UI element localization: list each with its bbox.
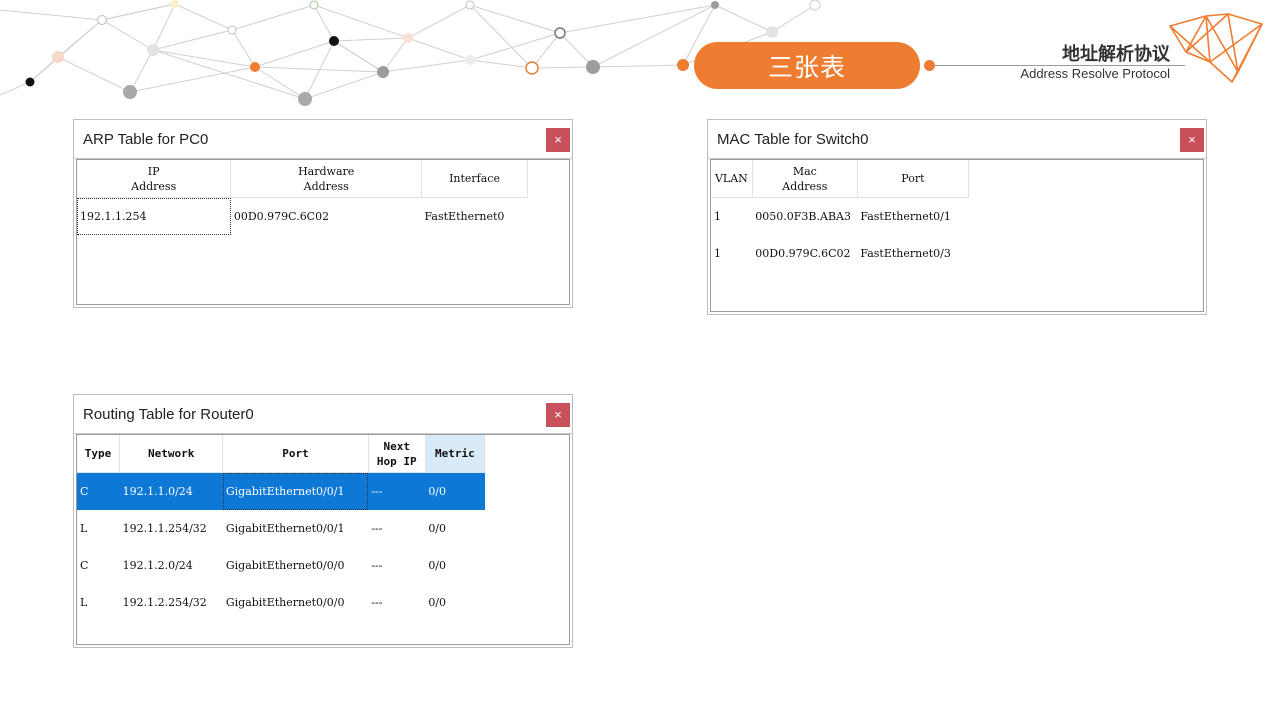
route-network-cell[interactable]: 192.1.1.0/24: [119, 472, 223, 510]
route-nexthop-cell[interactable]: ---: [371, 522, 383, 535]
arp-iface-cell[interactable]: FastEthernet0: [424, 210, 505, 223]
table-row[interactable]: L 192.1.1.254/32 GigabitEthernet0/0/1 --…: [77, 510, 485, 547]
arp-table: IP Address Hardware Address Interface 19…: [77, 160, 528, 235]
network-banner-graphic: [0, 0, 821, 106]
route-nexthop-cell[interactable]: ---: [371, 559, 383, 572]
pill-divider: [935, 65, 1185, 66]
route-network-cell[interactable]: 192.1.2.0/24: [122, 559, 193, 572]
arp-window-title: ARP Table for PC0: [74, 120, 572, 159]
arp-ip-cell[interactable]: 192.1.1.254: [77, 197, 231, 235]
mac-header-row: VLAN Mac Address Port: [711, 160, 970, 198]
route-metric-cell[interactable]: 0/0: [428, 522, 447, 535]
table-row[interactable]: L 192.1.2.254/32 GigabitEthernet0/0/0 --…: [77, 584, 485, 621]
mac-address-cell[interactable]: 00D0.979C.6C02: [755, 247, 851, 260]
mac-vlan-cell[interactable]: 1: [714, 210, 721, 223]
route-port-cell[interactable]: GigabitEthernet0/0/1: [225, 522, 345, 535]
route-metric-cell[interactable]: 0/0: [428, 559, 447, 572]
route-nexthop-cell[interactable]: ---: [368, 472, 426, 510]
table-row[interactable]: C 192.1.2.0/24 GigabitEthernet0/0/0 --- …: [77, 547, 485, 584]
arp-col-interface[interactable]: Interface: [421, 160, 528, 198]
routing-close-button[interactable]: ×: [546, 403, 570, 427]
route-network-cell[interactable]: 192.1.1.254/32: [122, 522, 207, 535]
mac-window-title: MAC Table for Switch0: [708, 120, 1206, 159]
origami-logo-icon: [1169, 13, 1263, 83]
mac-port-cell[interactable]: FastEthernet0/1: [860, 210, 951, 223]
table-row[interactable]: 192.1.1.254 00D0.979C.6C02 FastEthernet0: [77, 197, 528, 235]
route-network-cell[interactable]: 192.1.2.254/32: [122, 596, 207, 609]
routing-window-title: Routing Table for Router0: [74, 395, 572, 434]
arp-hw-cell[interactable]: 00D0.979C.6C02: [233, 210, 330, 223]
mac-table: VLAN Mac Address Port 1 0050.0F3B.ABA3 F…: [711, 160, 970, 272]
route-col-metric[interactable]: Metric: [425, 435, 486, 473]
table-row[interactable]: 1 0050.0F3B.ABA3 FastEthernet0/1: [711, 198, 969, 236]
route-col-type[interactable]: Type: [77, 435, 121, 473]
route-type-cell[interactable]: C: [77, 472, 120, 510]
mac-close-button[interactable]: ×: [1180, 128, 1204, 152]
routing-table-window: Routing Table for Router0 × Type Network…: [73, 394, 573, 648]
route-type-cell[interactable]: L: [80, 522, 88, 535]
routing-table: Type Network Port Next Hop IP Metric C 1…: [77, 435, 486, 621]
arp-close-button[interactable]: ×: [546, 128, 570, 152]
route-col-nexthop[interactable]: Next Hop IP: [368, 435, 426, 473]
mac-address-cell[interactable]: 0050.0F3B.ABA3: [755, 210, 851, 223]
routing-table-body: Type Network Port Next Hop IP Metric C 1…: [76, 434, 570, 645]
arp-table-body: IP Address Hardware Address Interface 19…: [76, 159, 570, 305]
route-port-cell[interactable]: GigabitEthernet0/0/0: [225, 596, 345, 609]
section-title-pill: 三张表: [694, 42, 920, 89]
route-col-port[interactable]: Port: [222, 435, 369, 473]
route-port-cell[interactable]: GigabitEthernet0/0/1: [222, 472, 369, 510]
mac-port-cell[interactable]: FastEthernet0/3: [860, 247, 951, 260]
arp-col-hw[interactable]: Hardware Address: [230, 160, 423, 198]
table-row[interactable]: C 192.1.1.0/24 GigabitEthernet0/0/1 --- …: [77, 472, 485, 510]
route-col-network[interactable]: Network: [119, 435, 224, 473]
mac-col-mac[interactable]: Mac Address: [752, 160, 858, 198]
mac-col-port[interactable]: Port: [857, 160, 970, 198]
table-row[interactable]: 1 00D0.979C.6C02 FastEthernet0/3: [711, 235, 969, 272]
routing-header-row: Type Network Port Next Hop IP Metric: [77, 435, 486, 473]
mac-col-vlan[interactable]: VLAN: [711, 160, 753, 198]
pill-dot: [924, 60, 935, 71]
mac-vlan-cell[interactable]: 1: [714, 247, 721, 260]
arp-header-row: IP Address Hardware Address Interface: [77, 160, 528, 198]
route-metric-cell[interactable]: 0/0: [428, 596, 447, 609]
brand-title-cn: 地址解析协议: [1062, 44, 1170, 65]
brand-title-en: Address Resolve Protocol: [1020, 66, 1170, 81]
route-nexthop-cell[interactable]: ---: [371, 596, 383, 609]
mac-table-body: VLAN Mac Address Port 1 0050.0F3B.ABA3 F…: [710, 159, 1204, 312]
route-type-cell[interactable]: L: [80, 596, 88, 609]
arp-col-ip[interactable]: IP Address: [77, 160, 232, 198]
mac-table-window: MAC Table for Switch0 × VLAN Mac Address…: [707, 119, 1207, 315]
route-type-cell[interactable]: C: [80, 559, 89, 572]
route-metric-cell[interactable]: 0/0: [425, 472, 485, 510]
route-port-cell[interactable]: GigabitEthernet0/0/0: [225, 559, 345, 572]
arp-table-window: ARP Table for PC0 × IP Address Hardware …: [73, 119, 573, 308]
